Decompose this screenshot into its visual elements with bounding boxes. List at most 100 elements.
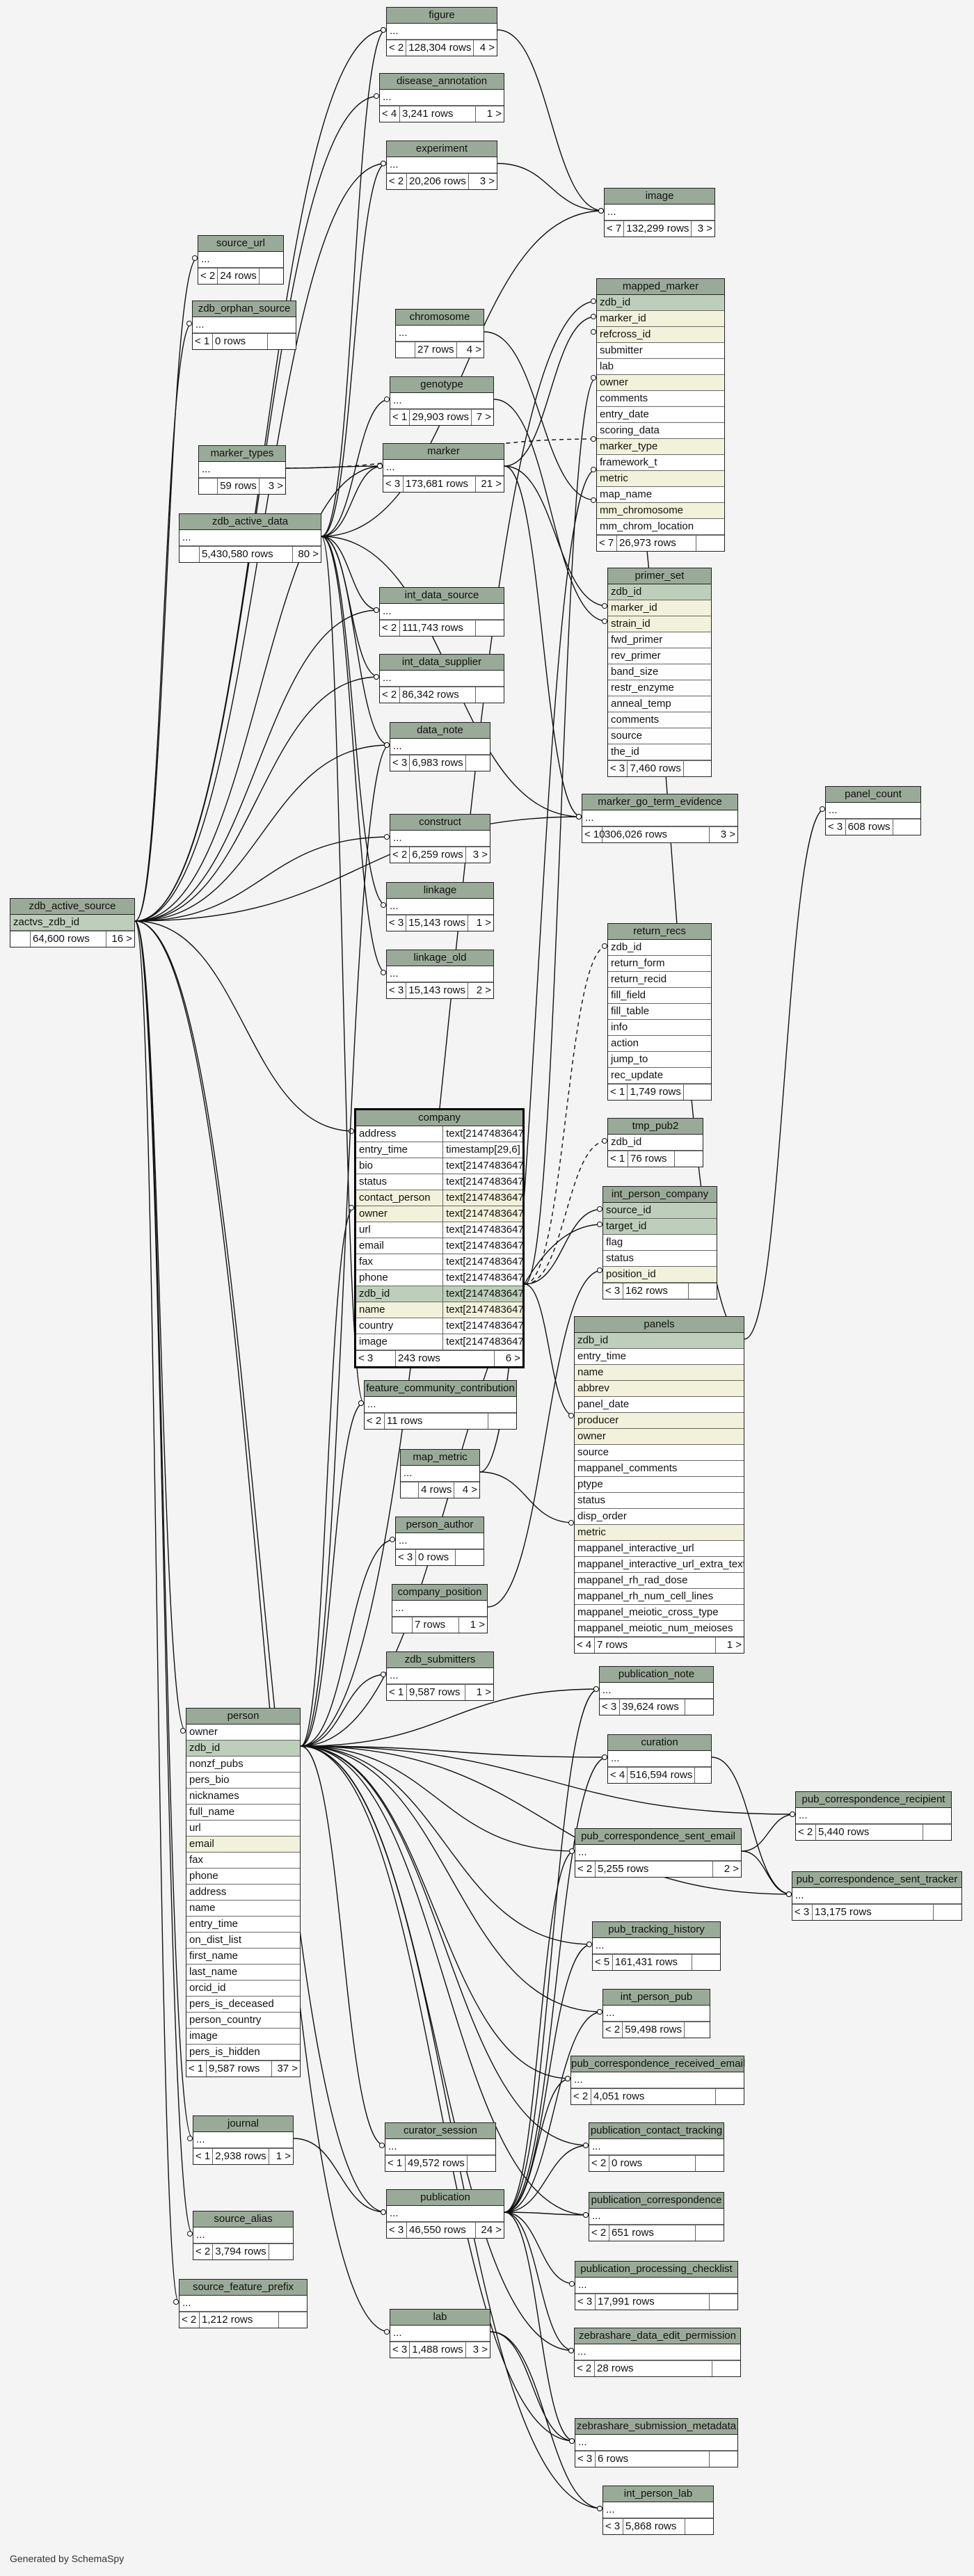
child-count[interactable]: 3 > <box>697 223 712 234</box>
child-count[interactable] <box>268 334 296 349</box>
parent-count[interactable]: < 5 <box>593 1955 613 1970</box>
child-count[interactable] <box>488 1414 516 1429</box>
parent-count[interactable]: < 2 <box>198 269 218 284</box>
parent-count[interactable] <box>179 547 200 562</box>
child-count[interactable] <box>685 2022 710 2038</box>
parent-count[interactable]: < 3 <box>396 1550 416 1565</box>
child-count[interactable] <box>685 2519 713 2534</box>
parent-count[interactable]: < 3 <box>383 477 404 492</box>
child-count[interactable]: 2 > <box>724 1863 739 1875</box>
child-count[interactable] <box>696 2225 724 2241</box>
child-count[interactable] <box>476 621 504 636</box>
parent-count[interactable]: < 1 <box>387 1685 407 1700</box>
child-count[interactable]: 3 > <box>472 849 488 861</box>
child-count[interactable]: 2 > <box>476 984 491 996</box>
child-count[interactable] <box>279 2312 307 2328</box>
child-count[interactable]: 1 > <box>276 2150 291 2162</box>
child-count[interactable]: 3 > <box>472 2344 488 2355</box>
child-count[interactable]: 21 > <box>481 478 502 490</box>
child-count[interactable] <box>712 2361 740 2376</box>
child-count[interactable]: 1 > <box>486 108 502 120</box>
parent-count[interactable] <box>199 479 218 494</box>
child-count[interactable] <box>675 1151 703 1167</box>
child-count[interactable]: 3 > <box>268 480 283 492</box>
child-count[interactable]: 1 > <box>726 1639 742 1651</box>
parent-count[interactable]: < 3 <box>792 1905 813 1920</box>
child-count[interactable] <box>716 2089 744 2104</box>
parent-count[interactable]: < 3 <box>387 2223 407 2238</box>
child-count[interactable]: 24 > <box>481 2224 502 2236</box>
child-count[interactable] <box>684 1085 711 1100</box>
parent-count[interactable]: < 2 <box>387 174 407 189</box>
child-count[interactable] <box>696 2156 724 2171</box>
child-count[interactable] <box>893 819 920 835</box>
parent-count[interactable]: < 4 <box>380 106 400 122</box>
parent-count[interactable] <box>401 1482 420 1498</box>
parent-count[interactable]: < 1 <box>193 2149 214 2164</box>
parent-count[interactable]: < 3 <box>575 2451 596 2467</box>
child-count[interactable] <box>269 2244 293 2259</box>
child-count[interactable]: 1 > <box>476 1686 491 1698</box>
child-count[interactable] <box>466 755 490 771</box>
parent-count[interactable]: < 3 <box>600 1699 620 1715</box>
child-count[interactable] <box>476 687 504 703</box>
parent-count[interactable]: < 4 <box>608 1768 628 1783</box>
child-count[interactable] <box>689 1283 717 1299</box>
child-count[interactable] <box>695 1768 711 1783</box>
parent-count[interactable]: < 7 <box>597 536 617 551</box>
child-count[interactable]: 80 > <box>298 548 319 560</box>
parent-count[interactable]: < 3 <box>575 2294 596 2310</box>
child-count[interactable]: 4 > <box>466 344 481 355</box>
parent-count[interactable]: < 1 <box>608 1085 628 1100</box>
parent-count[interactable]: < 2 <box>390 847 410 863</box>
child-count[interactable]: 37 > <box>277 2063 298 2074</box>
child-count[interactable] <box>685 1699 713 1715</box>
child-count[interactable]: 4 > <box>462 1484 477 1496</box>
child-count[interactable] <box>923 1825 951 1840</box>
parent-count[interactable] <box>396 342 415 358</box>
parent-count[interactable] <box>392 1617 413 1633</box>
child-count[interactable] <box>692 1955 720 1970</box>
parent-count[interactable]: < 3 <box>387 983 407 998</box>
child-count[interactable] <box>696 536 724 551</box>
parent-count[interactable]: < 2 <box>380 621 400 636</box>
child-count[interactable] <box>456 1550 484 1565</box>
child-count[interactable]: 7 > <box>476 411 491 423</box>
parent-count[interactable]: < 2 <box>387 40 407 56</box>
parent-count[interactable]: < 3 <box>390 755 410 771</box>
child-count[interactable]: 1 > <box>476 917 491 929</box>
child-count[interactable] <box>934 1905 961 1920</box>
child-count[interactable] <box>710 2451 737 2467</box>
parent-count[interactable]: < 1 <box>385 2156 406 2171</box>
